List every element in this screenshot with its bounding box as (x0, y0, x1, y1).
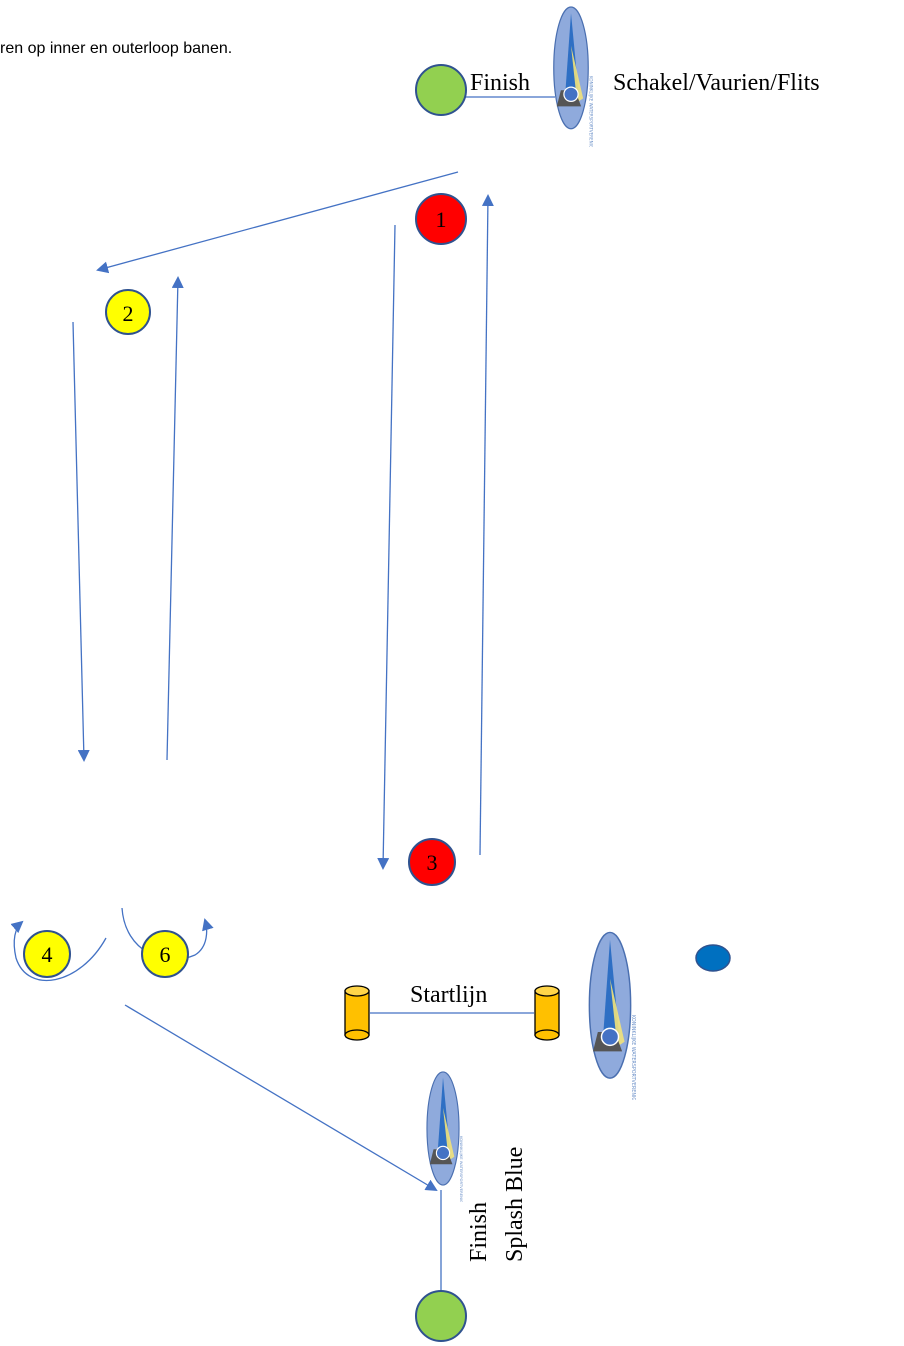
startline-label: Startlijn (410, 982, 487, 1008)
leg-to-bottom-finish (124, 1004, 438, 1192)
leg-start-to-mark-1 (479, 194, 494, 856)
finish-label-top: Finish (470, 70, 530, 96)
mark-6-buoy (141, 930, 189, 978)
leg-mark-2-to-mark-4 (72, 321, 90, 762)
intro-text: ren op inner en outerloop banen. (0, 40, 233, 57)
mark-4-buoy (23, 930, 71, 978)
mark-2-buoy (105, 289, 151, 335)
mark-3-label: 3 (427, 850, 438, 875)
rounding-arc-mark-6 (121, 907, 214, 960)
finish-buoy-bottom (415, 1290, 467, 1342)
leg-mark-1-to-mark-2 (96, 171, 459, 274)
class-label-top: Schakel/Vaurien/Flits (613, 70, 820, 96)
committee-boat-icon (588, 931, 637, 1100)
leg-mark-4-to-mark-6 (166, 276, 184, 761)
cylinder-buoy-icon (534, 985, 560, 1041)
class-label-bottom: Splash Blue (502, 1147, 528, 1262)
finish-label-bottom: Finish (466, 1202, 492, 1262)
committee-boat-icon (552, 6, 595, 147)
committee-boat-icon (426, 1071, 464, 1202)
rounding-arc-mark-4 (10, 920, 107, 982)
mark-2-label: 2 (123, 301, 134, 326)
finish-buoy-top (415, 64, 467, 116)
mark-1-label: 1 (436, 207, 447, 232)
cylinder-buoy-icon (344, 985, 370, 1041)
leg-mark-1-to-mark-3 (377, 224, 396, 870)
mark-6-label: 6 (160, 942, 171, 967)
course-lines (10, 96, 555, 1305)
mark-4-label: 4 (42, 942, 53, 967)
mark-1-buoy (415, 193, 467, 245)
mark-3-buoy (408, 838, 456, 886)
blue-buoy (695, 944, 731, 972)
